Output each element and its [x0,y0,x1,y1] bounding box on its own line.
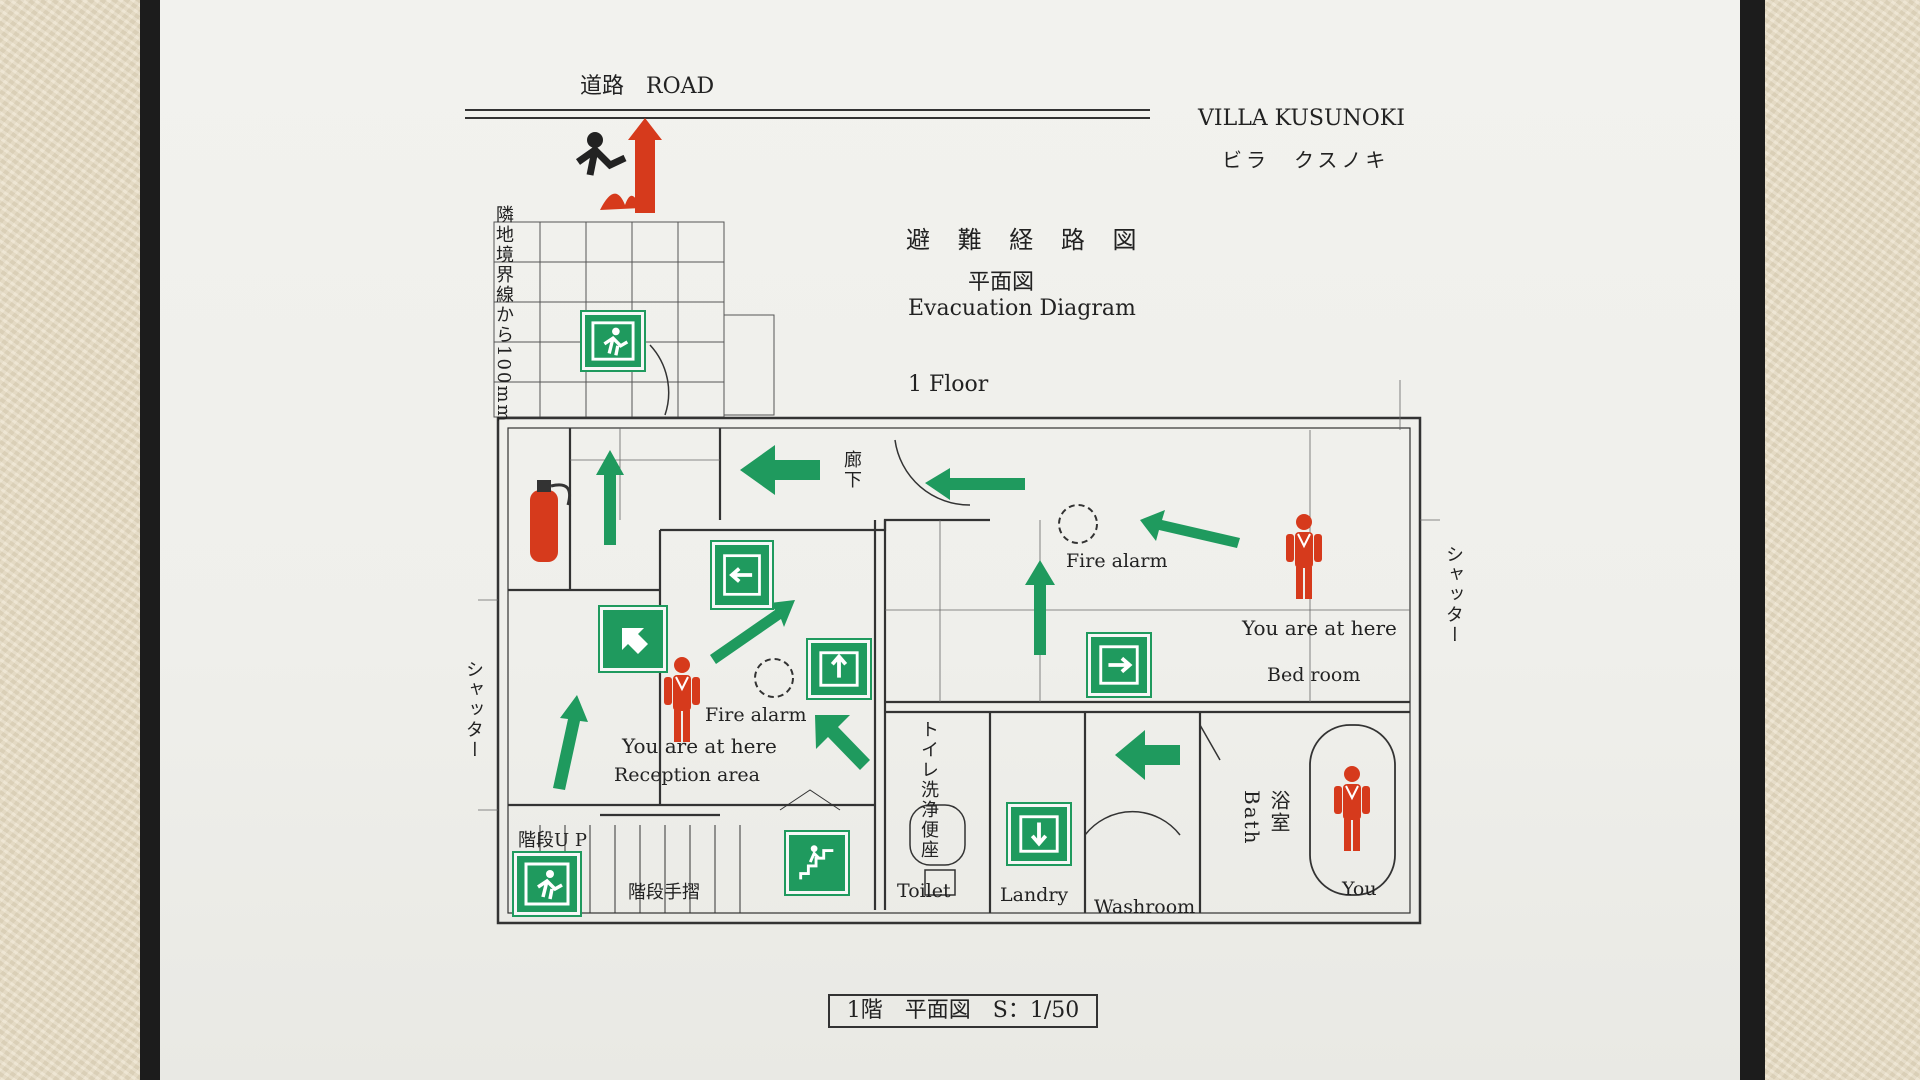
floor-label: 1 Floor [908,372,989,397]
arrow-bedroom-diagonal [1140,510,1240,548]
exit-door-left-icon [723,554,761,596]
road-label: 道路 ROAD [580,74,715,99]
fire-alarm-circle-reception [754,658,794,698]
washroom-label: Washroom [1094,896,1196,918]
arrow-washroom-left [1115,730,1180,780]
laundry-label: Landry [1000,884,1069,906]
you-are-here-person-icon-bath [1334,766,1370,851]
title-jp: 避 難 経 路 図 [906,226,1147,254]
exit-sign-reception-left [710,540,774,610]
exit-door-up-icon [819,651,859,687]
exit-sign-diagonal [598,605,668,673]
exit-door-down-icon [1019,815,1059,853]
stairs-exit-icon [799,845,834,880]
bathtub [1309,724,1396,896]
handrail-label: 階段手摺 [628,882,700,903]
door-swings [649,344,1221,836]
scale-label: 1階 平面図 S：1/50 [828,994,1098,1028]
shutter-left-label: シャッター [463,660,484,760]
exit-sign-stairs [784,830,850,896]
fire-alarm-label-bedroom: Fire alarm [1066,550,1168,572]
arrow-up-left-icon [622,628,648,654]
fire-extinguisher-icon [530,480,572,562]
arrow-reception-up [553,695,588,790]
exit-sign-stairs-up [512,851,582,917]
floor-plan-sheet [160,0,1740,1080]
shutter-right-label: シャッター [1443,545,1464,645]
road-exit-sign [575,118,662,213]
you-are-here-bedroom: You are at here [1242,616,1397,640]
exit-door-right-icon [1099,645,1139,685]
title-en: Evacuation Diagram [908,296,1136,321]
running-man-exit-icon [524,862,570,906]
fire-alarm-label-reception: Fire alarm [705,704,807,726]
hallway-label: 廊下 [841,450,862,490]
arrow-corridor-left [925,468,1025,500]
bedroom-label: Bed room [1267,664,1361,686]
stairs-up-label: 階段U P [518,830,588,851]
arrow-reception-diagonal [710,600,795,664]
exit-sign-entrance [580,310,646,372]
arrow-reception-corner [815,715,870,770]
evacuation-arrows [553,445,1240,790]
arrow-bedroom-up [1025,560,1055,655]
villa-name-en: VILLA KUSUNOKI [1198,106,1405,131]
toilet-fixture [909,804,966,896]
exit-sign-laundry [1006,802,1072,866]
arrow-entrance-up [596,450,624,545]
title-plan-jp: 平面図 [968,270,1035,295]
toilet-jp-label: トイレ洗浄便座 [918,720,939,860]
fire-alarm-circle-bedroom [1058,504,1098,544]
you-are-here-reception: You are at here [622,734,777,758]
outer-walls [496,416,1422,925]
you-are-here-person-icon-bedroom [1286,514,1322,599]
bath-jp-label: 浴室 [1267,790,1291,834]
toilet-label: Toilet [897,880,951,902]
reception-label: Reception area [614,764,761,786]
exit-sign-reception-up [806,638,872,700]
you-are-here-person-icon-reception [664,657,700,742]
bath-label: Bath [1240,790,1264,846]
running-man-icon [591,321,635,361]
exit-sign-bedroom [1086,632,1152,698]
arrow-hall-left [740,445,820,495]
villa-name-jp: ビラ クスノキ [1222,148,1390,172]
you-bath-label: You [1342,878,1377,900]
boundary-label: 隣地境界線から100mm [493,205,514,424]
